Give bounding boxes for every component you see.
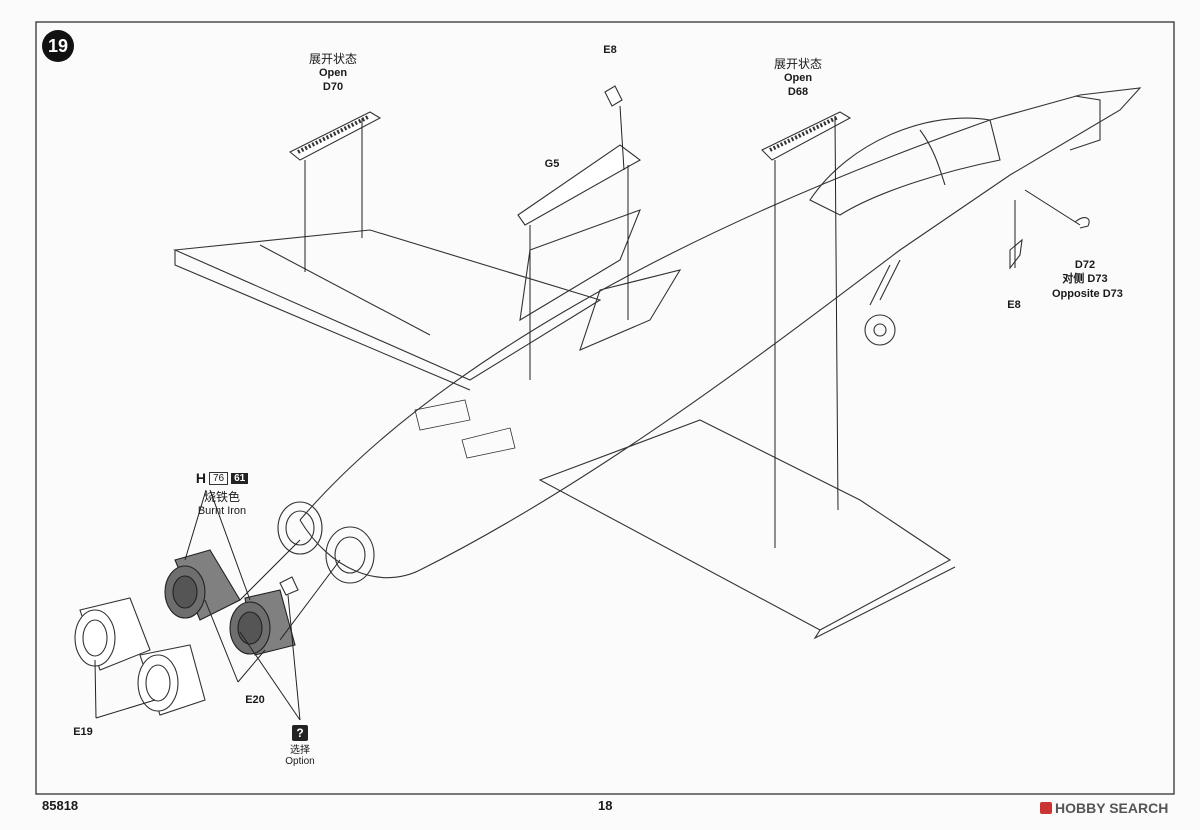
paint-code-secondary: 61 — [231, 472, 249, 484]
option-label-cn: 选择 — [290, 745, 310, 756]
label-open-d68-cn: 展开状态 — [773, 57, 822, 71]
leader-lines — [94, 105, 1081, 721]
label-open-d70: 展开状态 Open D70 — [300, 52, 366, 94]
label-open-d70-part: D70 — [322, 81, 344, 93]
aircraft-outline — [172, 87, 1142, 640]
label-opposite-d73-en: Opposite D73 — [1052, 288, 1123, 300]
paint-name-en: Burnt Iron — [197, 505, 247, 517]
part-d72 — [1074, 217, 1090, 229]
label-open-d68: 展开状态 Open D68 — [765, 57, 831, 99]
paint-code-primary: 76 — [208, 471, 229, 485]
nozzle-e20-lower — [229, 589, 296, 656]
label-opposite-d73-cn: 对侧 D73 — [1062, 273, 1108, 285]
label-open-d68-en: Open — [783, 72, 813, 84]
part-g5-wing-flap — [517, 144, 642, 226]
watermark: HOBBY SEARCH — [1040, 800, 1168, 816]
part-d68-panel — [761, 111, 852, 161]
paint-callout: H 76 61 烧铁色 Burnt Iron — [176, 470, 268, 517]
option-label-en: Option — [285, 756, 315, 767]
option-question-icon: ? — [292, 725, 308, 741]
watermark-text: HOBBY SEARCH — [1055, 800, 1169, 816]
label-open-d70-cn: 展开状态 — [308, 52, 357, 66]
label-g5: G5 — [544, 158, 560, 170]
nozzle-e19-lower — [137, 644, 206, 716]
paint-letter: H — [195, 470, 206, 486]
nozzle-e20-upper — [164, 549, 241, 621]
paint-name-cn: 烧铁色 — [203, 490, 240, 504]
paint-code-row: H 76 61 — [176, 470, 268, 486]
watermark-logo-icon — [1040, 802, 1052, 814]
label-open-d70-en: Open — [318, 67, 348, 79]
label-d72: D72 — [1074, 259, 1096, 271]
label-e8-top: E8 — [603, 44, 617, 56]
label-e19: E19 — [73, 726, 93, 738]
loose-parts — [279, 85, 1090, 596]
page-number: 18 — [598, 798, 613, 813]
label-e20: E20 — [245, 694, 265, 706]
option-note: ? 选择 Option — [280, 725, 320, 767]
page-frame — [35, 21, 1175, 795]
step-number-badge: 19 — [42, 30, 74, 62]
part-e8-bottom — [1009, 238, 1023, 270]
nozzle-e19-upper — [74, 597, 151, 671]
part-e8-top — [604, 85, 623, 107]
kit-number: 85818 — [42, 798, 79, 813]
label-e8-bottom: E8 — [1007, 299, 1021, 311]
part-small-bracket — [279, 576, 299, 596]
label-open-d68-part: D68 — [787, 86, 809, 98]
part-d70-panel — [288, 111, 382, 161]
